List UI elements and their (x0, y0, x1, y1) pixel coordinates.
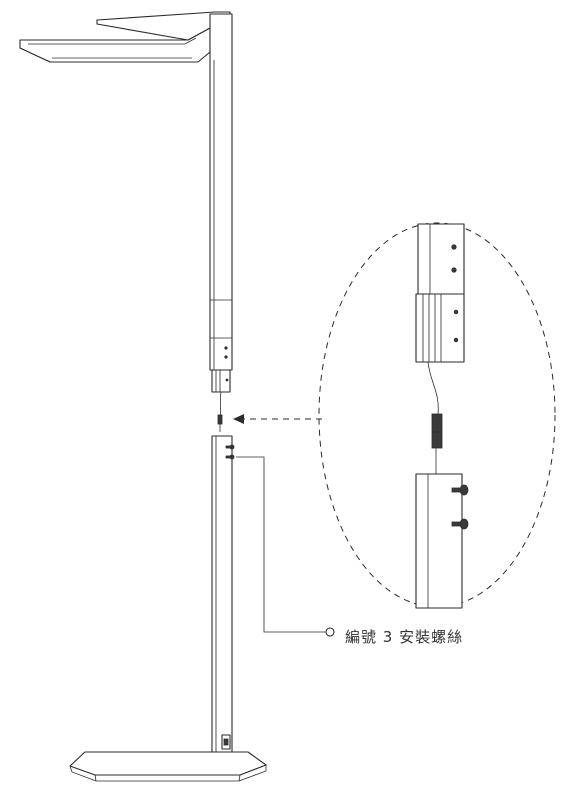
detail-view (318, 222, 556, 609)
callout-label: 編號 3 安裝螺絲 (345, 628, 464, 646)
lamp-base (69, 751, 267, 782)
callout-leader (236, 456, 335, 637)
lower-pole (211, 435, 235, 776)
cable-small (217, 391, 223, 432)
lamp-head (19, 11, 231, 63)
screw-icon (225, 444, 235, 450)
arrow-head-icon (233, 414, 244, 424)
screw-icon (225, 454, 235, 460)
screw-icon (451, 518, 469, 530)
screw-icon (451, 484, 469, 496)
detail-arrow (233, 414, 322, 424)
plug-connector-icon (431, 413, 443, 449)
callout-dot-icon (325, 627, 335, 637)
upper-pole (209, 13, 233, 393)
